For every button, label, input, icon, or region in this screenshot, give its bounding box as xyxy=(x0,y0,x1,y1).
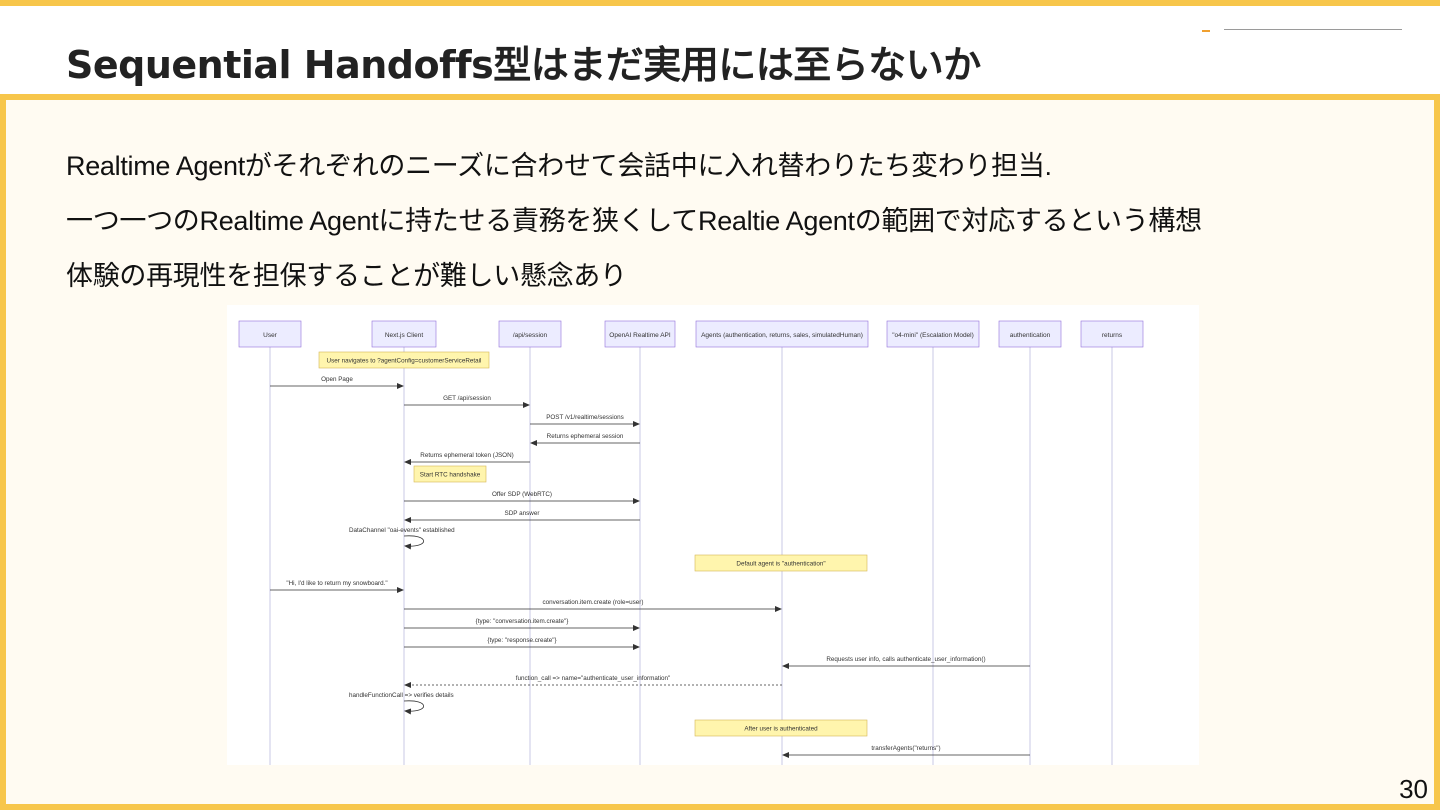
message-label-2: GET /api/session xyxy=(443,395,491,402)
bullet-line-1: Realtime Agentがそれぞれのニーズに合わせて会話中に入れ替わりたち変… xyxy=(66,151,1052,181)
message-label-12: conversation.item.create (role=user) xyxy=(543,599,644,606)
self-message-arrow-9 xyxy=(403,535,424,550)
participant-0-label: User xyxy=(263,332,278,339)
note-0 xyxy=(318,351,490,369)
participant-2-label: /api/session xyxy=(513,332,548,339)
participant-7-label: returns xyxy=(1102,332,1123,339)
message-label-15: Requests user info, calls authenticate_u… xyxy=(826,656,985,663)
participant-6-label: authentication xyxy=(1010,332,1051,339)
message-label-5: Returns ephemeral token (JSON) xyxy=(420,452,513,459)
sequence-diagram: User Next.js Client/api/session OpenAI Rea… xyxy=(227,305,1199,765)
message-label-1: Open Page xyxy=(321,376,353,383)
participant-4-label: Agents (authentication, returns, sales, … xyxy=(701,332,863,339)
participant-3-box xyxy=(604,320,676,348)
message-label-13: {type: "conversation.item.create"} xyxy=(476,618,569,625)
page-number: 30 xyxy=(1399,774,1428,804)
sequence-diagram-svg: User Next.js Client/api/session OpenAI Rea… xyxy=(238,320,1144,765)
frame-left-border xyxy=(0,0,6,810)
participant-4-box xyxy=(695,320,869,348)
participant-0-box xyxy=(238,320,302,348)
message-label-7: Offer SDP (WebRTC) xyxy=(492,491,552,498)
message-label-14: {type: "response.create"} xyxy=(487,637,556,644)
note-10 xyxy=(694,554,868,572)
message-label-8: SDP answer xyxy=(505,510,540,517)
self-message-label-17: handleFunctionCall => verifies details xyxy=(349,692,454,699)
bullet-line-2: 一つ一つのRealtime Agentに持たせる責務を狭くしてRealtie A… xyxy=(66,206,1202,236)
message-label-4: Returns ephemeral session xyxy=(547,433,624,440)
message-label-11: "Hi, I'd like to return my snowboard." xyxy=(286,580,387,587)
note-text-10: Default agent is "authentication" xyxy=(736,561,825,568)
note-text-18: After user is authenticated xyxy=(744,726,818,733)
decorative-dash xyxy=(1202,30,1210,32)
message-label-16: function_call => name="authenticate_user… xyxy=(516,675,670,682)
decorative-line xyxy=(1224,29,1402,30)
participant-1-box xyxy=(371,320,437,348)
title-divider xyxy=(0,94,1440,100)
self-message-label-9: DataChannel "oai-events" established xyxy=(349,527,455,534)
participant-5-label: "o4-mini" (Escalation Model) xyxy=(892,332,974,339)
message-label-19: transferAgents("returns") xyxy=(871,745,940,752)
participant-7-box xyxy=(1080,320,1144,348)
self-message-arrow-17 xyxy=(403,700,424,715)
message-label-3: POST /v1/realtime/sessions xyxy=(546,414,624,421)
participant-2-box xyxy=(498,320,562,348)
frame-right-border xyxy=(1434,0,1440,810)
note-text-0: User navigates to ?agentConfig=customerS… xyxy=(327,358,482,365)
frame-top-border xyxy=(0,0,1440,6)
participant-1-label: Next.js Client xyxy=(385,332,423,339)
note-6 xyxy=(413,465,487,483)
note-text-6: Start RTC handshake xyxy=(420,472,481,479)
participant-5-box xyxy=(886,320,980,348)
frame-bottom-border xyxy=(0,804,1440,810)
bullet-line-3: 体験の再現性を担保することが難しい懸念あり xyxy=(66,261,627,291)
note-18 xyxy=(694,719,868,737)
slide-title: Sequential Handoffs型はまだ実用には至らないか xyxy=(66,43,981,87)
title-bar xyxy=(0,6,1440,94)
participant-6-box xyxy=(998,320,1062,348)
participant-3-label: OpenAI Realtime API xyxy=(609,332,671,339)
